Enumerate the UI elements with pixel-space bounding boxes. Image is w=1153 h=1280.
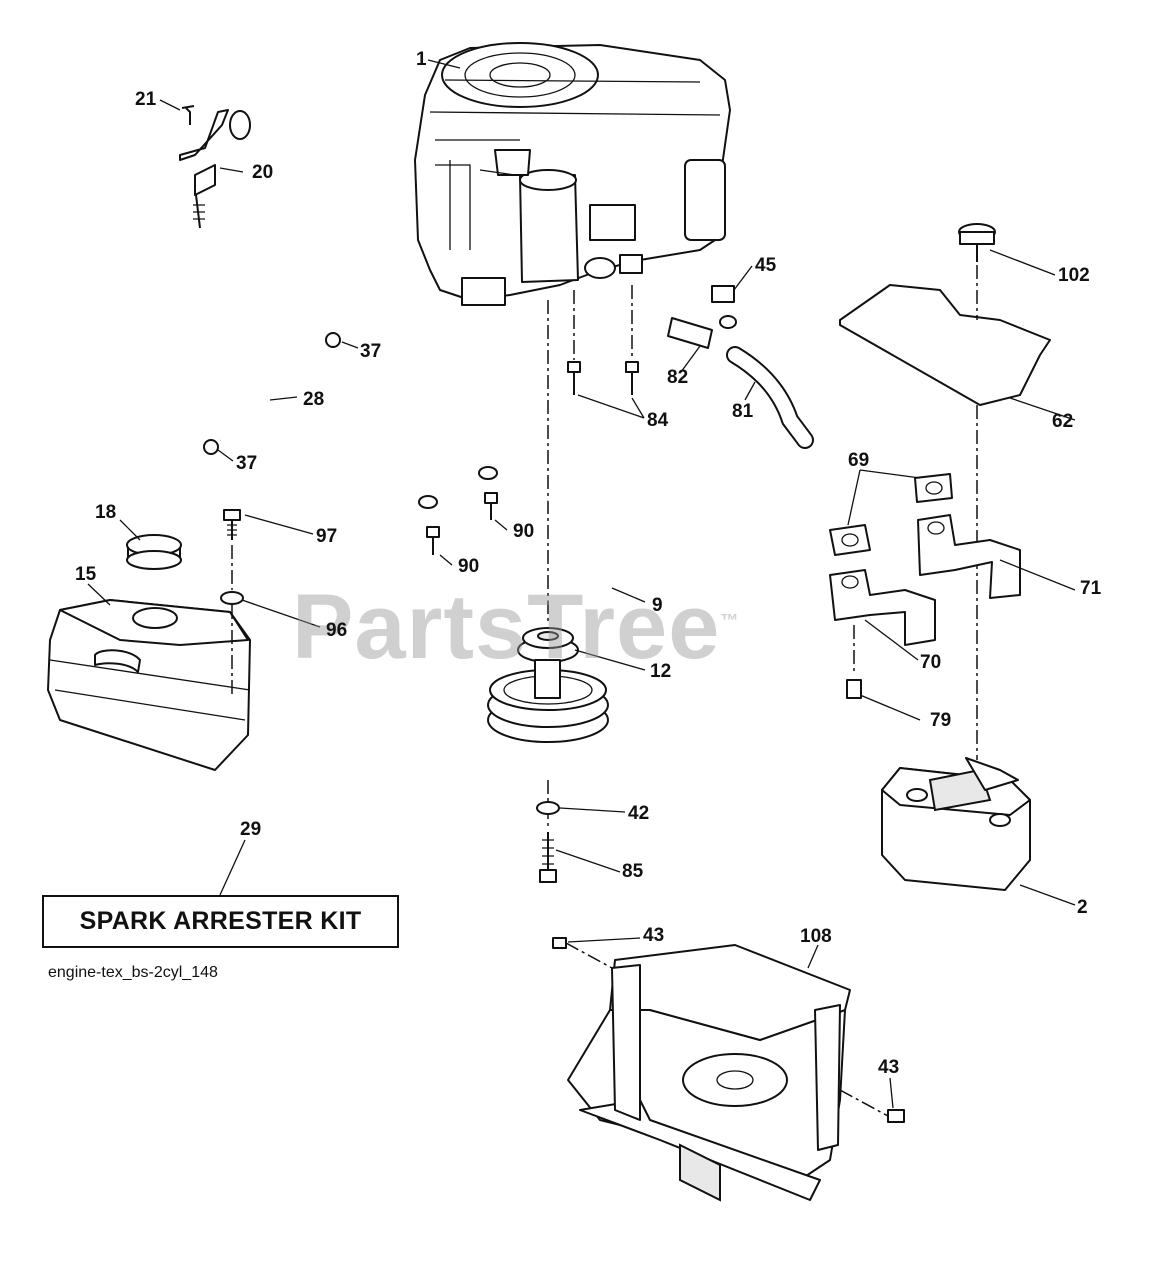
callout-69: 69 bbox=[848, 450, 870, 471]
washer-42 bbox=[536, 801, 560, 815]
callout-82: 82 bbox=[667, 367, 689, 388]
bolt-85 bbox=[539, 832, 557, 883]
fuel-tank bbox=[47, 599, 251, 771]
callout-108: 108 bbox=[800, 926, 832, 947]
choke-control bbox=[179, 105, 251, 229]
plug-45 bbox=[711, 285, 735, 303]
bolts-43 bbox=[552, 937, 905, 1123]
fuel-line bbox=[203, 332, 341, 455]
bolt-97 bbox=[223, 509, 241, 540]
belt-guide bbox=[418, 466, 623, 607]
fitting-82 bbox=[667, 315, 737, 349]
callout-21: 21 bbox=[135, 89, 157, 110]
bolt-79 bbox=[846, 679, 862, 699]
callout-2: 2 bbox=[1077, 897, 1088, 918]
callout-97: 97 bbox=[316, 526, 338, 547]
callout-29: 29 bbox=[240, 819, 262, 840]
callout-90-upper: 90 bbox=[513, 521, 535, 542]
callout-84: 84 bbox=[647, 410, 669, 431]
pulley-12 bbox=[517, 627, 579, 663]
callout-79: 79 bbox=[930, 710, 952, 731]
callout-62: 62 bbox=[1052, 411, 1074, 432]
washer-96 bbox=[220, 591, 244, 605]
callout-81: 81 bbox=[732, 401, 754, 422]
partstree-watermark: PartsTree™ bbox=[292, 575, 739, 680]
hose-81 bbox=[726, 346, 814, 449]
fuel-cap bbox=[126, 534, 182, 570]
callout-42: 42 bbox=[628, 803, 650, 824]
gaskets-69 bbox=[829, 473, 953, 556]
callout-18: 18 bbox=[95, 502, 117, 523]
callout-37-bottom: 37 bbox=[236, 453, 258, 474]
callout-70: 70 bbox=[920, 652, 942, 673]
exhaust-pipe-71 bbox=[917, 514, 1021, 599]
engine bbox=[414, 42, 731, 306]
callout-43-right: 43 bbox=[878, 1057, 900, 1078]
callout-37-top: 37 bbox=[360, 341, 382, 362]
callout-90-lower: 90 bbox=[458, 556, 480, 577]
bolt-102 bbox=[958, 223, 996, 262]
heat-shield-62 bbox=[839, 284, 1051, 406]
callout-85: 85 bbox=[622, 861, 644, 882]
callout-102: 102 bbox=[1058, 265, 1090, 286]
spark-arrester-kit-label: SPARK ARRESTER KIT bbox=[42, 895, 399, 948]
callout-1: 1 bbox=[416, 49, 427, 70]
callout-28: 28 bbox=[303, 389, 325, 410]
centerline-bolts bbox=[573, 285, 633, 360]
callout-12: 12 bbox=[650, 661, 672, 682]
watermark-text: PartsTree bbox=[292, 576, 721, 678]
callout-20: 20 bbox=[252, 162, 274, 183]
callout-45: 45 bbox=[755, 255, 777, 276]
trademark-symbol: ™ bbox=[720, 610, 740, 631]
callout-71: 71 bbox=[1080, 578, 1102, 599]
drawing-id: engine-tex_bs-2cyl_148 bbox=[48, 964, 218, 981]
engine-shield-108 bbox=[567, 944, 851, 1202]
muffler bbox=[881, 757, 1031, 891]
spark-arrester-kit-text: SPARK ARRESTER KIT bbox=[79, 907, 362, 935]
callout-9: 9 bbox=[652, 595, 663, 616]
callout-96: 96 bbox=[326, 620, 348, 641]
callout-43-left: 43 bbox=[643, 925, 665, 946]
pulley bbox=[487, 659, 609, 743]
callout-15: 15 bbox=[75, 564, 97, 585]
bolts-84 bbox=[567, 361, 639, 395]
exhaust-pipe-70 bbox=[829, 569, 936, 646]
leader-lines bbox=[87, 59, 1076, 1109]
